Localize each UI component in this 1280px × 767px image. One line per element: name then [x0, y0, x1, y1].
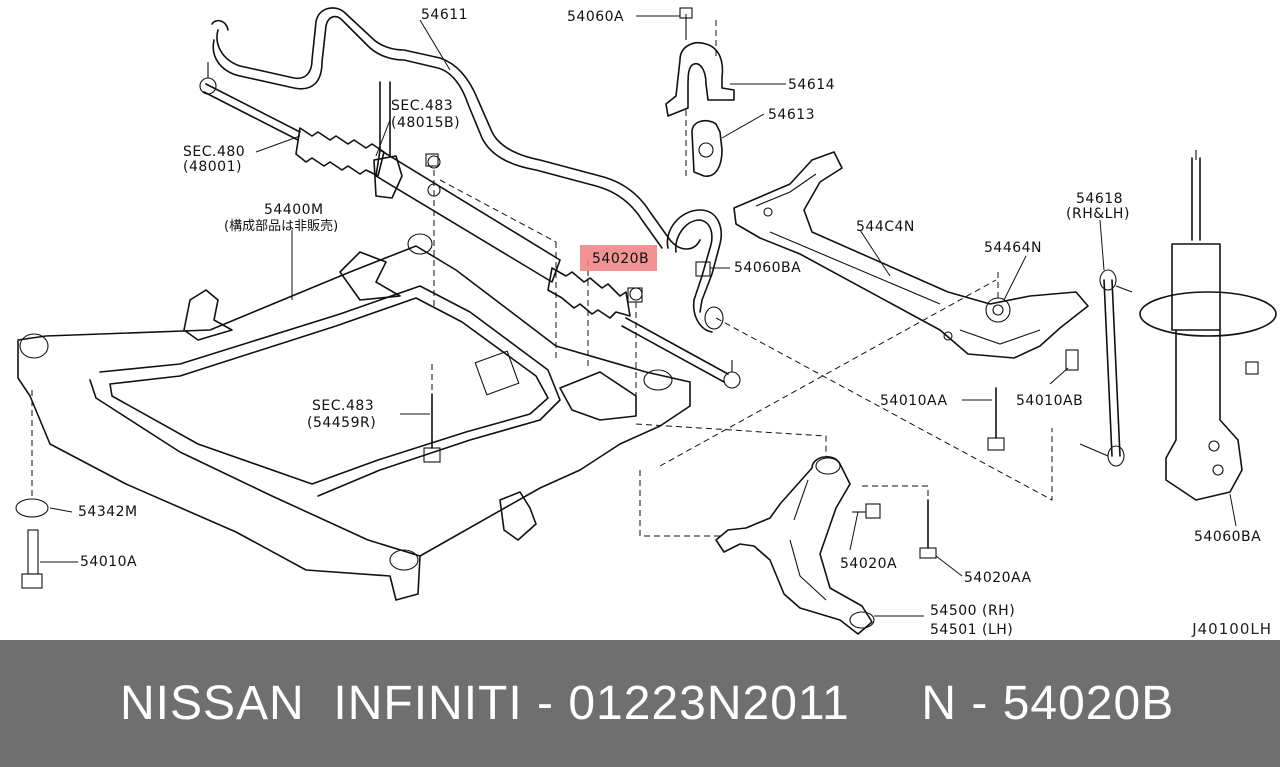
- label-54020B: 54020B: [592, 251, 649, 267]
- label-54020AA: 54020AA: [964, 570, 1032, 586]
- label-54400M: 54400M: [264, 202, 324, 218]
- label-54060BA: 54060BA: [734, 260, 801, 276]
- stabilizer-link: [1079, 269, 1133, 467]
- label-544C4N: 544C4N: [856, 219, 915, 235]
- label-54501: 54501 (LH): [930, 622, 1013, 638]
- label-54060A: 54060A: [567, 9, 624, 25]
- label-54010AA: 54010AA: [880, 393, 948, 409]
- drawing-code: J40100LH: [1192, 620, 1272, 638]
- stabilizer-bracket: [665, 7, 735, 117]
- label-54020A: 54020A: [840, 556, 897, 572]
- footer-part-number: NISSAN INFINITI - 01223N2011 N - 54020B: [120, 677, 1175, 730]
- exploded-view-drawing: 54611 54060A 54614 54613 SEC.483 (48015B…: [15, 7, 1277, 638]
- label-sec483-b-code: (54459R): [307, 415, 376, 431]
- parts-diagram: 54611 54060A 54614 54613 SEC.483 (48015B…: [15, 7, 1277, 638]
- label-54614: 54614: [788, 77, 835, 93]
- stabilizer-bar: [211, 7, 724, 333]
- label-54464N: 54464N: [984, 240, 1042, 256]
- label-54010AB: 54010AB: [1016, 393, 1083, 409]
- label-54400M-note: (構成部品は非販売): [224, 218, 338, 234]
- label-54500: 54500 (RH): [930, 603, 1015, 619]
- label-54618-side: (RH&LH): [1066, 206, 1130, 222]
- label-sec480-code: (48001): [183, 159, 242, 175]
- highlight-box: [580, 245, 657, 271]
- installation-lines: [431, 20, 1053, 537]
- label-54618: 54618: [1076, 191, 1123, 207]
- bolts-and-washers: [15, 153, 1259, 589]
- label-54010A: 54010A: [80, 554, 137, 570]
- label-54611: 54611: [421, 7, 468, 23]
- leader-lines: [40, 15, 1237, 617]
- label-sec483-a: SEC.483: [391, 98, 453, 114]
- steering-rack: [199, 62, 741, 389]
- footer-bar: NISSAN INFINITI - 01223N2011 N - 54020B: [0, 640, 1280, 767]
- label-sec483-a-code: (48015B): [391, 115, 460, 131]
- strut-assembly: [1139, 150, 1277, 501]
- label-sec480: SEC.480: [183, 144, 245, 160]
- stabilizer-bushing: [691, 119, 723, 177]
- transverse-link: [733, 151, 1089, 359]
- lower-control-arm: [715, 456, 875, 635]
- label-sec483-b: SEC.483: [312, 398, 374, 414]
- part-labels: 54611 54060A 54614 54613 SEC.483 (48015B…: [78, 7, 1261, 638]
- label-54342M: 54342M: [78, 504, 138, 520]
- label-54060BA-right: 54060BA: [1194, 529, 1261, 545]
- label-54613: 54613: [768, 107, 815, 123]
